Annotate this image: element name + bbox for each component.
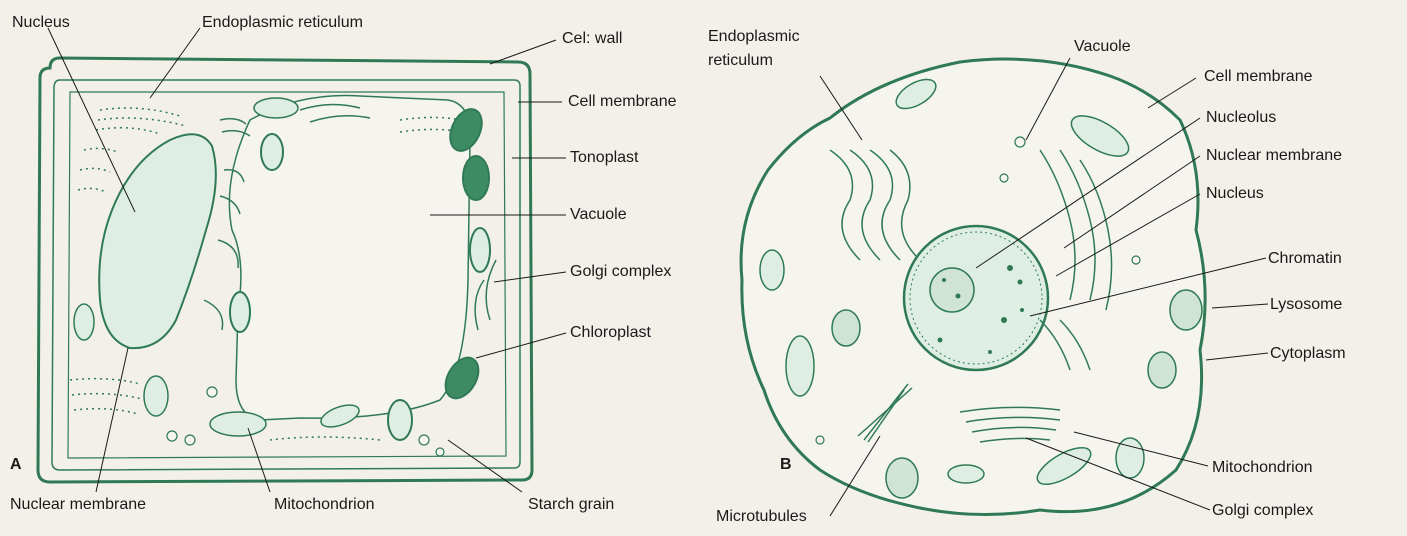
animal-label-er-line2: reticulum	[708, 52, 773, 70]
plant-label-nuclear-membrane: Nuclear membrane	[10, 496, 146, 514]
animal-label-er-line1: Endoplasmic	[708, 28, 800, 46]
plant-label-nucleus: Nucleus	[12, 14, 70, 32]
panel-b-letter: B	[780, 456, 792, 474]
plant-label-cell-membrane: Cell membrane	[568, 93, 676, 111]
panel-a-letter: A	[10, 456, 22, 474]
animal-cell	[741, 59, 1205, 514]
animal-label-lysosome: Lysosome	[1270, 296, 1342, 314]
animal-label-nuclear-membrane: Nuclear membrane	[1206, 147, 1342, 165]
animal-label-chromatin: Chromatin	[1268, 250, 1342, 268]
animal-label-mitochondrion: Mitochondrion	[1212, 459, 1313, 477]
animal-label-cytoplasm: Cytoplasm	[1270, 345, 1346, 363]
plant-nucleus	[99, 134, 216, 348]
animal-label-nucleolus: Nucleolus	[1206, 109, 1276, 127]
plant-label-mitochondrion: Mitochondrion	[274, 496, 375, 514]
animal-label-nucleus: Nucleus	[1206, 185, 1264, 203]
plant-label-tonoplast: Tonoplast	[570, 149, 639, 167]
animal-label-cell-membrane: Cell membrane	[1204, 68, 1312, 86]
animal-nucleus	[904, 226, 1048, 370]
plant-label-vacuole: Vacuole	[570, 206, 627, 224]
plant-label-endoplasmic-reticulum: Endoplasmic reticulum	[202, 14, 363, 32]
plant-label-cell-wall: Cel: wall	[562, 30, 622, 48]
animal-label-microtubules: Microtubules	[716, 508, 807, 526]
plant-label-golgi-complex: Golgi complex	[570, 263, 671, 281]
plant-label-starch-grain: Starch grain	[528, 496, 614, 514]
animal-label-golgi-complex: Golgi complex	[1212, 502, 1313, 520]
animal-nucleolus	[930, 268, 974, 312]
animal-label-vacuole: Vacuole	[1074, 38, 1131, 56]
plant-label-chloroplast: Chloroplast	[570, 324, 651, 342]
